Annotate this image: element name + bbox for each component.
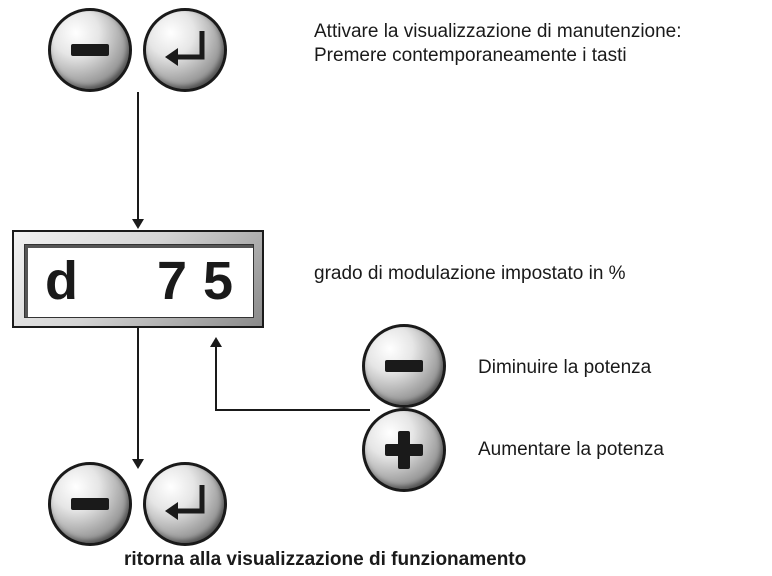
lcd-display: d 7 5 bbox=[12, 230, 264, 328]
minus-icon bbox=[71, 498, 109, 510]
lcd-screen: d 7 5 bbox=[24, 244, 254, 318]
return-to-operation-text: ritorna alla visualizzazione di funziona… bbox=[124, 549, 527, 570]
minus-icon bbox=[71, 44, 109, 56]
plus-icon bbox=[385, 431, 423, 469]
display-digit-1: 7 bbox=[157, 251, 188, 311]
minus-button-top[interactable] bbox=[48, 8, 132, 92]
decrease-power-button[interactable] bbox=[362, 324, 446, 408]
enter-icon bbox=[165, 31, 205, 66]
enter-button-top[interactable] bbox=[143, 8, 227, 92]
adjust-feedback-line bbox=[210, 337, 370, 411]
decrease-power-label: Diminuire la potenza bbox=[478, 357, 652, 378]
display-digit-2: 5 bbox=[203, 251, 234, 311]
minus-button-bottom[interactable] bbox=[48, 462, 132, 546]
press-keys-text: Premere contemporaneamente i tasti bbox=[314, 45, 627, 66]
activate-maintenance-text: Attivare la visualizzazione di manutenzi… bbox=[314, 21, 682, 42]
display-mode-char: d bbox=[45, 251, 78, 311]
minus-icon bbox=[385, 360, 423, 372]
display-caption: grado di modulazione impostato in % bbox=[314, 263, 626, 284]
enter-icon bbox=[165, 485, 205, 520]
enter-button-bottom[interactable] bbox=[143, 462, 227, 546]
increase-power-label: Aumentare la potenza bbox=[478, 439, 664, 460]
increase-power-button[interactable] bbox=[362, 408, 446, 492]
